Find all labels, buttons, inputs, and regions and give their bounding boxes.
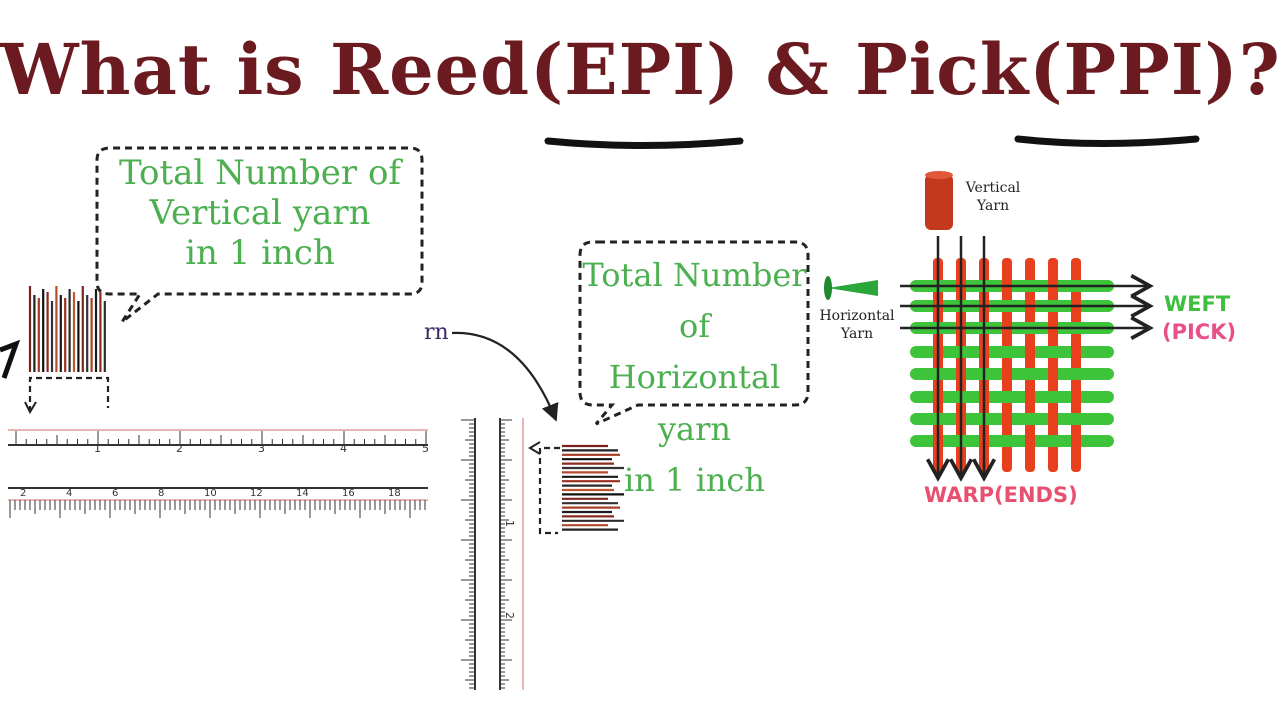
page-title: What is Reed(EPI) & Pick(PPI)? [0, 28, 1280, 111]
ruler-top-tick-label: 5 [422, 442, 429, 455]
weft-over-warp [1023, 413, 1037, 425]
ruler-top-tick-label: 4 [340, 442, 347, 455]
ruler-top-tick-label: 3 [258, 442, 265, 455]
ruler-bottom-tick-label: 10 [204, 488, 217, 499]
ppi-bubble-text: Total Number of Horizontal yarn in 1 inc… [582, 250, 807, 506]
ruler-bottom-tick-label: 2 [20, 488, 26, 499]
pick-label: (PICK) [1162, 320, 1237, 344]
left-arrow-fragment [0, 339, 21, 379]
ruler-bottom-tick-label: 4 [66, 488, 72, 499]
weave-diagram [824, 171, 1154, 482]
horizontal-yarn-sample [562, 444, 624, 531]
ruler-top: 1 2 3 4 5 [8, 429, 429, 455]
epi-bubble-line2: Vertical yarn [149, 193, 371, 234]
weft-label: WEFT [1164, 292, 1231, 316]
title-prefix: What is Reed [0, 28, 531, 111]
horizontal-yarn-label: Horizontal Yarn [819, 308, 895, 342]
ppi-bracket [538, 446, 560, 535]
curved-pointer-arrow [451, 331, 559, 422]
ruler-bottom-tick-label: 16 [342, 488, 355, 499]
weft-over-warp [1069, 413, 1083, 425]
weft-over-warp [1046, 346, 1060, 358]
ruler-vertical: 12 [461, 418, 524, 690]
weft-over-warp [1000, 435, 1014, 447]
ruler-vertical-tick-label: 2 [503, 612, 516, 619]
warp-label: WARP(ENDS) [924, 483, 1078, 507]
title-suffix: ? [1238, 28, 1280, 111]
ruler-top-tick-label: 2 [176, 442, 183, 455]
ppi-underline [1014, 135, 1200, 147]
epi-bubble-text: Total Number of Vertical yarn in 1 inch [100, 153, 420, 273]
horizontal-yarn-cone-end [824, 276, 832, 300]
epi-bracket [28, 376, 110, 412]
ppi-bracket-arrow [528, 441, 541, 455]
title-epi: (EPI) [530, 28, 741, 111]
title-middle: & Pick [740, 28, 1030, 111]
ruler-bottom-tick-label: 18 [388, 488, 401, 499]
vertical-yarn-label: Vertical Yarn [965, 180, 1021, 214]
ppi-bubble-line3: in 1 inch [624, 460, 765, 499]
ruler-bottom: 2 4 6 8 10 12 14 16 18 [8, 487, 428, 518]
ppi-bubble-line1: Total Number of [582, 256, 807, 346]
ruler-bottom-tick-label: 8 [158, 488, 164, 499]
horizontal-yarn-cone [828, 280, 878, 296]
weft-over-warp [1000, 391, 1014, 403]
ruler-bottom-tick-label: 14 [296, 488, 309, 499]
epi-bracket-arrow [24, 401, 37, 415]
ruler-top-tick-label: 1 [94, 442, 101, 455]
ruler-bottom-tick-label: 6 [112, 488, 118, 499]
epi-bubble-line1: Total Number of [118, 153, 401, 193]
ruler-vertical-tick-label: 1 [503, 520, 516, 527]
weft-over-warp [1023, 368, 1037, 380]
title-ppi: (PPI) [1029, 28, 1239, 111]
partial-text: rn [424, 320, 449, 345]
ppi-speech-bubble [578, 240, 810, 426]
weft-over-warp [1046, 391, 1060, 403]
ruler-bottom-tick-label: 12 [250, 488, 263, 499]
ppi-bubble-line2: Horizontal yarn [608, 358, 781, 448]
vertical-yarn-cone [925, 174, 953, 230]
epi-underline [544, 137, 744, 149]
epi-speech-bubble [95, 146, 424, 324]
vertical-yarn-sample [28, 286, 106, 372]
vertical-yarn-cone-top [925, 171, 953, 179]
epi-bubble-line3: in 1 inch [185, 233, 335, 274]
weft-over-warp [1069, 368, 1083, 380]
weft-over-warp [1000, 346, 1014, 358]
weft-over-warp [1046, 435, 1060, 447]
